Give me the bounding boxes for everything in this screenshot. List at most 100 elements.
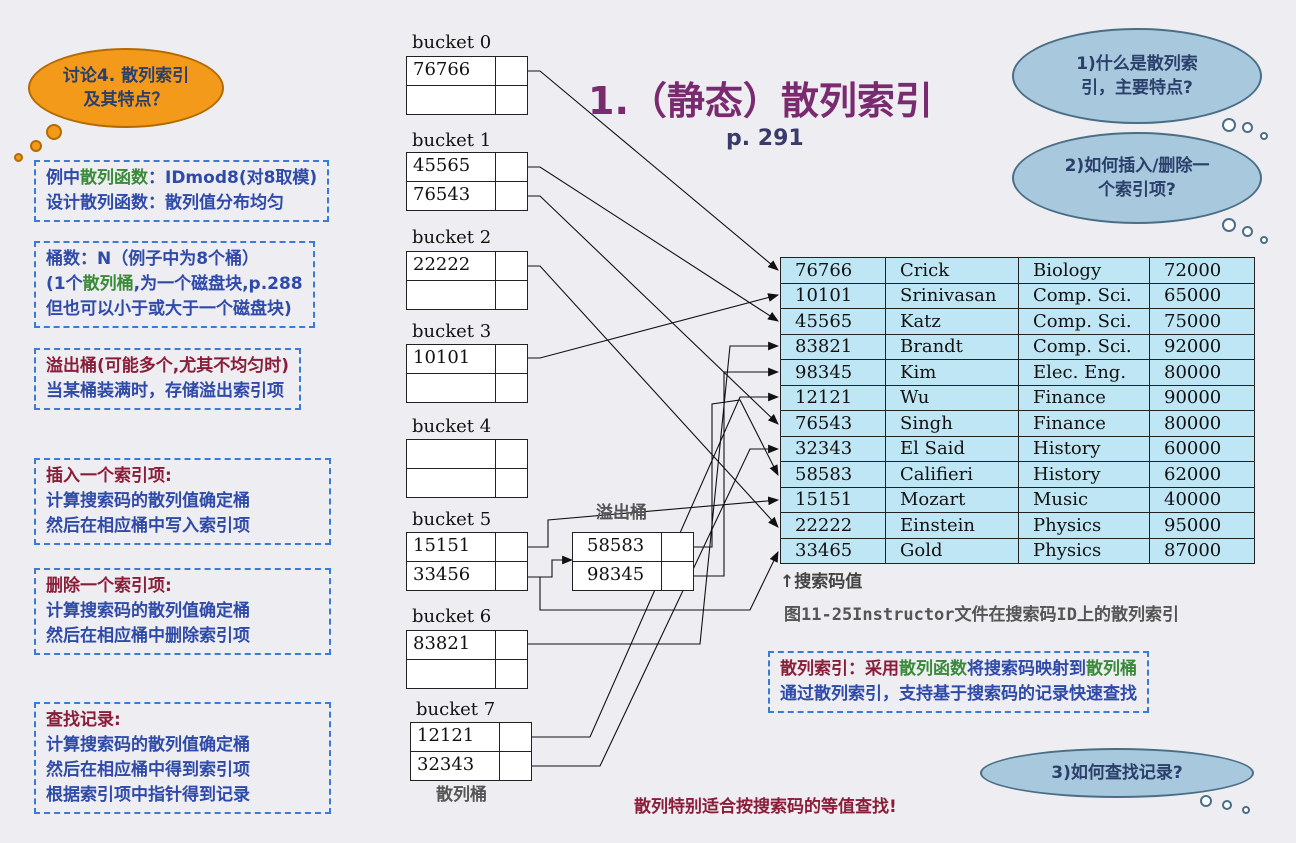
table-cell: Music — [1018, 486, 1150, 513]
note-insert: 插入一个索引项: 计算搜索码的散列值确定桶 然后在相应桶中写入索引项 — [34, 458, 331, 545]
note-hash-index: 散列索引：采用散列函数将搜索码映射到散列桶 通过散列索引，支持基于搜索码的记录快… — [768, 651, 1149, 713]
table-cell: Comp. Sci. — [1018, 308, 1150, 335]
table-cell: 60000 — [1149, 435, 1255, 462]
arrow-83821 — [512, 341, 780, 645]
arrow-15151 — [512, 496, 780, 548]
question-cloud-1: 1)什么是散列索引，主要特点? — [1012, 28, 1262, 124]
table-cell: Califieri — [885, 461, 1019, 488]
table-cell: Crick — [885, 257, 1019, 284]
arrow-33456 — [512, 551, 779, 611]
table-cell: 72000 — [1149, 257, 1255, 284]
thought-dot — [1222, 800, 1232, 810]
thought-dot — [1242, 806, 1250, 814]
bucket-1: 45565 76543 — [406, 152, 528, 211]
bucket-7: 12121 32343 — [410, 722, 532, 781]
table-cell: 58583 — [780, 461, 886, 488]
overflow-bucket-label: 溢出桶 — [596, 503, 647, 523]
bucket-label: bucket 3 — [412, 321, 492, 342]
note-lookup: 查找记录: 计算搜索码的散列值确定桶 然后在相应桶中得到索引项 根据索引项中指针… — [34, 702, 331, 814]
table-cell: 65000 — [1149, 282, 1255, 309]
bucket-label: bucket 4 — [412, 416, 492, 437]
table-cell: 22222 — [780, 512, 886, 539]
table-cell: 62000 — [1149, 461, 1255, 488]
arrow-58583 — [684, 399, 779, 548]
page-title: 1.（静态）散列索引 — [588, 79, 933, 123]
table-cell: Wu — [885, 384, 1019, 411]
table-cell: 87000 — [1149, 537, 1255, 564]
table-cell: 33465 — [780, 537, 886, 564]
table-cell: Srinivasan — [885, 282, 1019, 309]
bucket-label: bucket 0 — [412, 32, 492, 53]
thought-dot — [46, 124, 62, 140]
discussion-cloud: 讨论4. 散列索引及其特点？ — [28, 48, 224, 128]
table-cell: 80000 — [1149, 410, 1255, 437]
discussion-text: 讨论4. 散列索引及其特点？ — [62, 66, 190, 110]
table-cell: 90000 — [1149, 384, 1255, 411]
thought-dot — [1260, 132, 1268, 140]
arrow-32343 — [512, 444, 780, 767]
thought-dot — [1242, 122, 1253, 133]
thought-dot — [30, 140, 42, 152]
table-cell: 76766 — [780, 257, 886, 284]
thought-dot — [1260, 236, 1268, 244]
thought-dot — [14, 153, 23, 162]
bucket-2: 22222 — [406, 251, 528, 310]
bucket-label: bucket 2 — [412, 227, 492, 248]
overflow-bucket: 58583 98345 — [572, 532, 694, 591]
note-hash-function: 例中散列函数：IDmod8(对8取模) 设计散列函数：散列值分布均匀 — [34, 160, 330, 222]
table-cell: History — [1018, 461, 1150, 488]
thought-dot — [1222, 218, 1236, 232]
bucket-label: bucket 1 — [412, 130, 492, 151]
buckets-caption: 散列桶 — [436, 785, 487, 805]
arrow-76543 — [512, 195, 779, 425]
table-cell: 92000 — [1149, 333, 1255, 360]
table-cell: Comp. Sci. — [1018, 333, 1150, 360]
note-delete: 删除一个索引项: 计算搜索码的散列值确定桶 然后在相应桶中删除索引项 — [34, 568, 331, 655]
question-cloud-2: 2)如何插入/删除一个索引项? — [1012, 132, 1262, 224]
bucket-0: 76766 — [406, 56, 528, 115]
thought-dot — [1242, 226, 1253, 237]
arrow-10101 — [512, 293, 780, 359]
bucket-6: 83821 — [406, 630, 528, 689]
search-key-label: ↑搜索码值 — [780, 572, 863, 592]
bucket-5: 15151 33456 — [406, 532, 528, 591]
question-1-text: 1)什么是散列索引，主要特点? — [1076, 54, 1198, 98]
table-cell: Einstein — [885, 512, 1019, 539]
bucket-label: bucket 6 — [412, 606, 492, 627]
figure-caption: 图11-25Instructor文件在搜索码ID上的散列索引 — [784, 605, 1179, 625]
bottom-note: 散列特别适合按搜索码的等值查找! — [634, 797, 897, 817]
table-cell: 75000 — [1149, 308, 1255, 335]
table-cell: 80000 — [1149, 359, 1255, 386]
thought-dot — [1222, 118, 1236, 132]
table-cell: Elec. Eng. — [1018, 359, 1150, 386]
table-cell: 12121 — [780, 384, 886, 411]
table-cell: Physics — [1018, 512, 1150, 539]
table-cell: Finance — [1018, 410, 1150, 437]
note-overflow-bucket: 溢出桶(可能多个,尤其不均匀时) 当某桶装满时，存储溢出索引项 — [34, 348, 301, 410]
table-cell: 40000 — [1149, 486, 1255, 513]
table-cell: 15151 — [780, 486, 886, 513]
table-cell: Biology — [1018, 257, 1150, 284]
bucket-4 — [406, 439, 528, 498]
bucket-label: bucket 5 — [412, 509, 492, 530]
bucket-3: 10101 — [406, 344, 528, 403]
table-cell: Kim — [885, 359, 1019, 386]
table-cell: 95000 — [1149, 512, 1255, 539]
table-cell: Physics — [1018, 537, 1150, 564]
table-cell: Finance — [1018, 384, 1150, 411]
table-cell: Singh — [885, 410, 1019, 437]
question-2-text: 2)如何插入/删除一个索引项? — [1064, 156, 1210, 200]
bucket-label: bucket 7 — [416, 699, 496, 720]
question-3-text: 3)如何查找记录? — [1051, 763, 1183, 783]
table-cell: History — [1018, 435, 1150, 462]
table-cell: Gold — [885, 537, 1019, 564]
table-cell: Katz — [885, 308, 1019, 335]
